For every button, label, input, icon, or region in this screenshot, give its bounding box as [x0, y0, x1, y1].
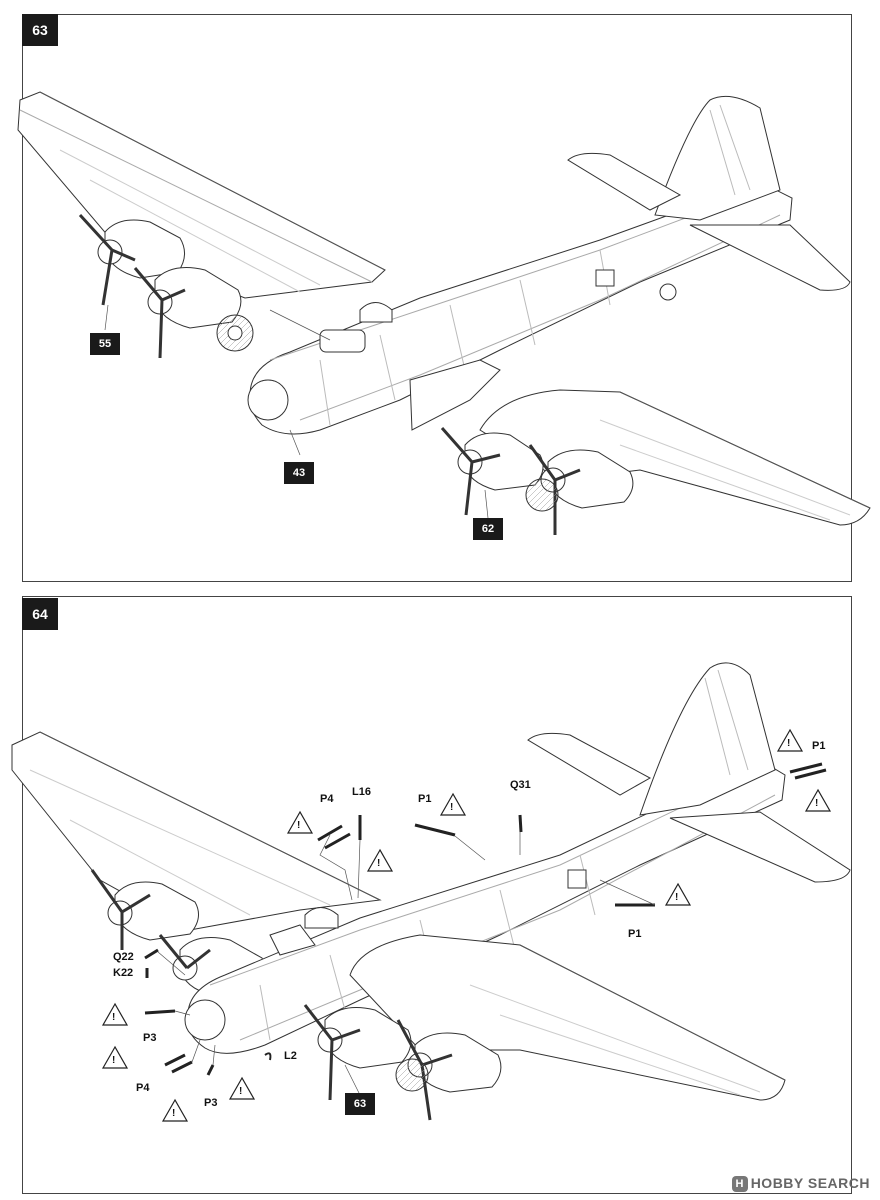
warning-triangles	[101, 728, 832, 1122]
part-l2	[264, 1052, 272, 1061]
warning-triangle	[228, 1076, 256, 1100]
propeller-64c	[303, 1004, 361, 1101]
vertical-tail-64	[639, 662, 776, 816]
engine-nacelle-63a	[104, 219, 185, 279]
propeller-64b	[158, 934, 211, 970]
prop-hub-64a	[107, 900, 133, 926]
warning-glyph: !	[239, 1086, 243, 1097]
warning-triangle	[161, 1098, 189, 1122]
propeller-64a	[90, 869, 151, 950]
turret-64	[304, 907, 339, 929]
ref-step-55: 55	[90, 333, 120, 355]
step-64-badge: 64	[22, 598, 58, 630]
label-l16: L16	[352, 786, 371, 798]
engine-nacelle-63b	[154, 267, 242, 329]
warning-triangle	[804, 788, 832, 812]
hstab-right-64	[669, 811, 851, 883]
ref-step-43: 43	[284, 462, 314, 484]
engine-nacelle-64c	[324, 1007, 412, 1069]
part-q31	[518, 814, 523, 833]
propeller-63b	[133, 267, 186, 359]
hatch-64	[567, 869, 587, 889]
label-p1-side: P1	[628, 928, 642, 940]
label-l2: L2	[284, 1050, 297, 1062]
watermark-logo-icon: H	[731, 1176, 748, 1192]
fuselage-63	[249, 181, 793, 435]
label-p4-lower: P4	[136, 1082, 150, 1094]
label-p1-tail: P1	[812, 740, 826, 752]
label-p4-top: P4	[320, 793, 334, 805]
label-q31: Q31	[510, 779, 531, 791]
warning-glyph: !	[172, 1108, 176, 1119]
part-p1-tail	[789, 762, 827, 780]
wing-root-insert	[409, 359, 501, 431]
warning-triangle	[776, 728, 804, 752]
part-p4-top	[317, 824, 351, 850]
turret-63	[359, 302, 393, 323]
ref-step-62: 62	[473, 518, 503, 540]
label-q22: Q22	[113, 951, 134, 963]
warning-glyph: !	[377, 858, 381, 869]
step-64-frame	[22, 596, 852, 1194]
label-p1-top: P1	[418, 793, 432, 805]
propeller-63a	[78, 213, 136, 306]
nose-dome-64	[184, 999, 226, 1041]
warning-glyph: !	[112, 1055, 116, 1066]
left-wing-63	[17, 91, 386, 299]
label-k22: K22	[113, 967, 134, 979]
hstab-left-64	[527, 732, 652, 796]
cockpit-64	[269, 924, 316, 956]
warning-glyph: !	[787, 738, 791, 749]
propeller-63c	[440, 427, 501, 516]
watermark-text: HOBBY SEARCH	[750, 1174, 870, 1191]
warning-glyph: !	[112, 1012, 116, 1023]
warning-triangle	[101, 1002, 129, 1026]
label-p3-nose: P3	[143, 1032, 157, 1044]
hstab-right-63	[689, 224, 851, 291]
warning-triangle	[664, 882, 692, 906]
part-p4-lower	[164, 1053, 193, 1074]
hatch-63	[595, 269, 615, 287]
tail-wheel-63	[659, 283, 677, 301]
nose-dome-63	[247, 379, 289, 421]
wheel-64	[395, 1058, 429, 1092]
wheel-63b	[525, 478, 559, 512]
step-63-frame	[22, 14, 852, 582]
part-q22	[144, 948, 159, 960]
cockpit-63	[319, 329, 366, 353]
warning-glyph: !	[675, 892, 679, 903]
warning-triangle	[439, 792, 467, 816]
warning-triangle	[101, 1045, 129, 1069]
step-63-badge: 63	[22, 14, 58, 46]
warning-glyph: !	[450, 802, 454, 813]
prop-hub-64c	[317, 1027, 343, 1053]
step-63-aircraft	[17, 91, 871, 535]
warning-glyph: !	[297, 820, 301, 831]
engine-nacelle-64a	[114, 881, 200, 941]
ref-step-63: 63	[345, 1093, 375, 1115]
left-wing-64	[11, 731, 382, 931]
warning-glyph: !	[815, 798, 819, 809]
part-p3-lower	[206, 1064, 215, 1076]
part-p1-top	[414, 823, 456, 837]
engine-nacelle-63c	[464, 432, 544, 491]
label-p3-lower: P3	[204, 1097, 218, 1109]
warning-triangle	[286, 810, 314, 834]
prop-hub-64b	[172, 955, 198, 981]
vertical-tail-63	[654, 95, 781, 221]
hstab-left-63	[567, 152, 682, 211]
prop-hub-63b	[147, 289, 173, 315]
step-64-aircraft	[11, 662, 851, 1121]
part-p3-nose	[144, 1009, 176, 1015]
warning-triangle	[366, 848, 394, 872]
